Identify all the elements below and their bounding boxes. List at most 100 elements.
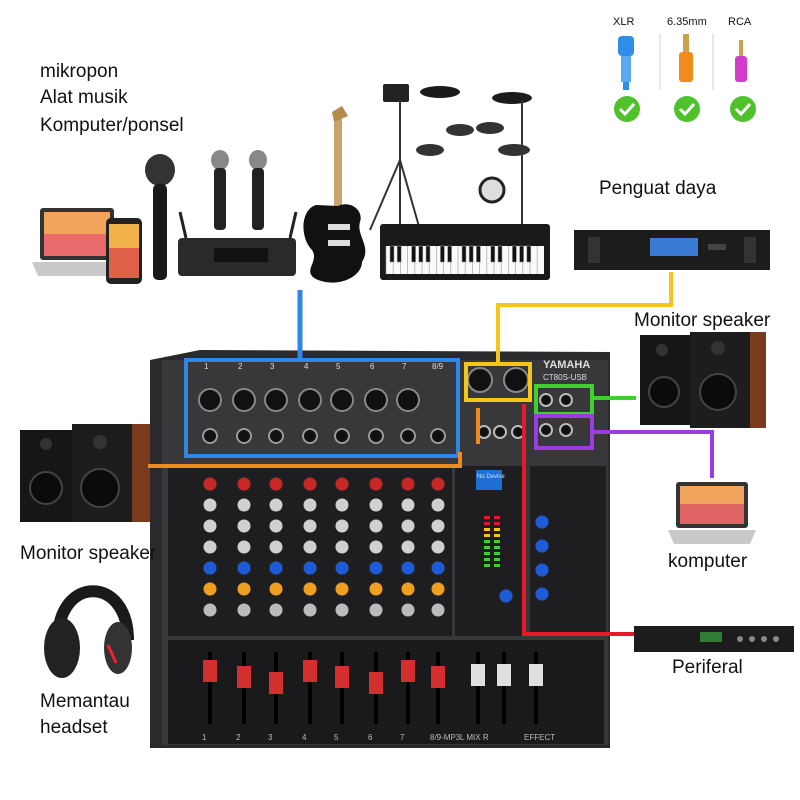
xlr-jack bbox=[298, 388, 322, 412]
level-meter-led bbox=[484, 516, 490, 519]
source-label-computer: Komputer/ponsel bbox=[40, 115, 184, 136]
channel-number-label: 6 bbox=[370, 362, 375, 371]
knob bbox=[430, 560, 446, 576]
mixer-effect-label: EFFECT bbox=[524, 733, 556, 742]
level-meter-led bbox=[484, 564, 490, 567]
effect-knob bbox=[534, 538, 550, 554]
line-jack bbox=[202, 428, 218, 444]
channel-fader bbox=[237, 666, 251, 688]
channel-bottom-label: 8/9-MP3 bbox=[430, 733, 461, 742]
monitor-speaker-right-icon bbox=[640, 332, 766, 428]
level-meter-led bbox=[494, 534, 500, 537]
phone-icon bbox=[106, 218, 142, 284]
knob bbox=[368, 476, 384, 492]
knob bbox=[302, 581, 318, 597]
source-label-mic: mikropon bbox=[40, 61, 119, 82]
master-fader bbox=[471, 664, 485, 686]
channel-bottom-label: 7 bbox=[400, 733, 405, 742]
knob bbox=[334, 581, 350, 597]
level-meter-led bbox=[484, 534, 490, 537]
electric-guitar-icon bbox=[303, 106, 366, 283]
xlr-jack bbox=[264, 388, 288, 412]
knob bbox=[236, 476, 252, 492]
aux-jack bbox=[493, 425, 507, 439]
master-fader bbox=[529, 664, 543, 686]
mixer-brand: YAMAHA bbox=[543, 359, 591, 371]
line-jack bbox=[334, 428, 350, 444]
knob bbox=[400, 581, 416, 597]
channel-fader bbox=[369, 672, 383, 694]
knob bbox=[268, 539, 284, 555]
level-meter-led bbox=[484, 522, 490, 525]
channel-number-label: 1 bbox=[204, 362, 209, 371]
channel-fader bbox=[401, 660, 415, 682]
channel-fader bbox=[303, 660, 317, 682]
check-icon-xlr bbox=[614, 96, 640, 122]
knob bbox=[400, 497, 416, 513]
635-connector-icon bbox=[679, 34, 693, 82]
level-meter-led bbox=[484, 546, 490, 549]
label-headset-line1: Memantau bbox=[40, 691, 130, 712]
mixer-body bbox=[150, 350, 610, 748]
mixer-mix-label: L MIX R bbox=[460, 733, 489, 742]
electronic-drum-kit-icon bbox=[369, 84, 532, 231]
channel-fader bbox=[335, 666, 349, 688]
peripheral-device-icon bbox=[634, 626, 794, 652]
level-meter-led bbox=[484, 528, 490, 531]
level-meter-led bbox=[494, 546, 500, 549]
channel-bottom-label: 3 bbox=[268, 733, 273, 742]
knob bbox=[430, 539, 446, 555]
knob bbox=[236, 539, 252, 555]
xlr-jack bbox=[364, 388, 388, 412]
knob bbox=[268, 476, 284, 492]
line-jack bbox=[430, 428, 446, 444]
mixer-display: No Device bbox=[477, 474, 505, 480]
label-monitor-speaker-left: Monitor speaker bbox=[20, 543, 157, 564]
knob bbox=[268, 581, 284, 597]
channel-fader bbox=[269, 672, 283, 694]
knob bbox=[368, 602, 384, 618]
label-headset-line2: headset bbox=[40, 717, 108, 738]
knob bbox=[302, 518, 318, 534]
effect-knob bbox=[534, 586, 550, 602]
connector-label-rca: RCA bbox=[728, 16, 752, 28]
check-icon-635 bbox=[674, 96, 700, 122]
knob bbox=[302, 560, 318, 576]
knob bbox=[202, 539, 218, 555]
knob bbox=[302, 539, 318, 555]
channel-number-label: 3 bbox=[270, 362, 275, 371]
level-meter-led bbox=[494, 528, 500, 531]
knob bbox=[334, 560, 350, 576]
knob bbox=[334, 602, 350, 618]
knob bbox=[202, 476, 218, 492]
xlr-jack bbox=[198, 388, 222, 412]
level-meter-led bbox=[494, 516, 500, 519]
xlr-jack bbox=[330, 388, 354, 412]
level-meter-led bbox=[484, 540, 490, 543]
source-label-instrument: Alat musik bbox=[40, 87, 128, 108]
channel-number-label: 8/9 bbox=[432, 362, 444, 371]
knob bbox=[400, 539, 416, 555]
wireless-microphones-icon bbox=[178, 150, 298, 276]
channel-bottom-label: 5 bbox=[334, 733, 339, 742]
level-meter-led bbox=[484, 552, 490, 555]
knob bbox=[430, 518, 446, 534]
knob bbox=[334, 497, 350, 513]
channel-fader bbox=[431, 666, 445, 688]
knob bbox=[400, 476, 416, 492]
knob bbox=[368, 539, 384, 555]
knob bbox=[400, 518, 416, 534]
channel-number-label: 5 bbox=[336, 362, 341, 371]
mixer-model: CT80S-USB bbox=[543, 373, 588, 382]
level-meter-led bbox=[494, 540, 500, 543]
effect-knob bbox=[498, 588, 514, 604]
knob bbox=[202, 581, 218, 597]
level-meter-led bbox=[494, 552, 500, 555]
handheld-microphone-icon bbox=[145, 154, 175, 280]
knob bbox=[202, 602, 218, 618]
channel-number-label: 4 bbox=[304, 362, 309, 371]
knob bbox=[400, 602, 416, 618]
knob bbox=[202, 560, 218, 576]
knob bbox=[302, 602, 318, 618]
knob bbox=[400, 560, 416, 576]
